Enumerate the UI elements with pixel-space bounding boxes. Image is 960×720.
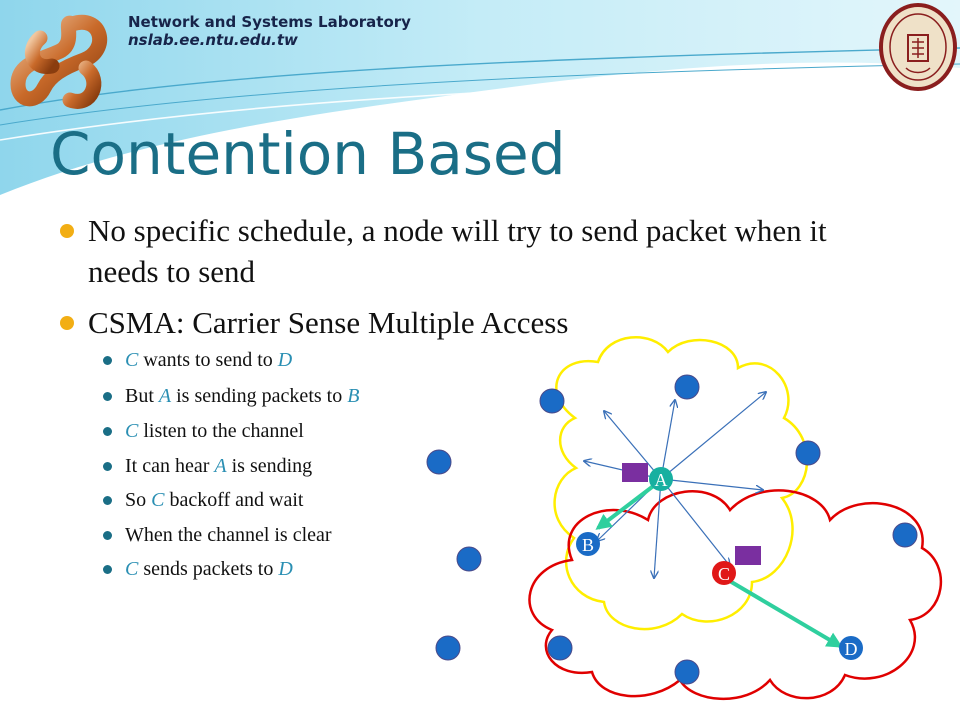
node-b-label: B bbox=[582, 535, 594, 555]
c-to-d-transmission-arrow bbox=[726, 578, 843, 648]
packet-icon-c bbox=[735, 546, 761, 565]
sub-bullet-marker bbox=[103, 462, 112, 471]
network-node bbox=[892, 522, 918, 548]
sub-bullet-marker bbox=[103, 427, 112, 436]
bullet-no-specific-schedule: No specific schedule, a node will try to… bbox=[60, 210, 860, 292]
other-nodes bbox=[426, 374, 918, 685]
node-a-range-cloud bbox=[553, 336, 809, 631]
network-node bbox=[456, 546, 482, 572]
lab-url: nslab.ee.ntu.edu.tw bbox=[128, 31, 298, 49]
node-a: A bbox=[649, 467, 673, 491]
a-to-b-transmission-arrow bbox=[595, 482, 658, 530]
network-node bbox=[435, 635, 461, 661]
sub-bullet-marker bbox=[103, 356, 112, 365]
node-d-label: D bbox=[845, 639, 858, 659]
network-node bbox=[426, 449, 452, 475]
sub-bullet-marker bbox=[103, 392, 112, 401]
sub-bullet-text: C listen to the channel bbox=[125, 420, 304, 442]
sub-bullet-text: C wants to send to D bbox=[125, 349, 293, 371]
sub-bullet-marker bbox=[103, 531, 112, 540]
node-b: B bbox=[576, 532, 600, 556]
bullet-text: No specific schedule, a node will try to… bbox=[88, 213, 827, 289]
network-node bbox=[795, 440, 821, 466]
sub-bullet: When the channel is clear bbox=[103, 523, 332, 547]
university-seal bbox=[879, 3, 957, 91]
sub-bullet-text: It can hear A is sending bbox=[125, 455, 313, 477]
node-c-label: C bbox=[718, 564, 730, 584]
sub-bullet-marker bbox=[103, 565, 112, 574]
lab-logo bbox=[10, 14, 108, 109]
sub-bullet: C wants to send to D bbox=[103, 348, 292, 372]
lab-name: Network and Systems Laboratory bbox=[128, 13, 411, 31]
sub-bullet: But A is sending packets to B bbox=[103, 384, 359, 408]
network-node bbox=[539, 388, 565, 414]
sub-bullet-text: But A is sending packets to B bbox=[125, 385, 360, 407]
bullet-text: CSMA: Carrier Sense Multiple Access bbox=[88, 305, 569, 340]
sub-bullet: C listen to the channel bbox=[103, 419, 304, 443]
network-node bbox=[674, 659, 700, 685]
bullet-csma: CSMA: Carrier Sense Multiple Access bbox=[60, 302, 860, 343]
node-d: D bbox=[839, 636, 863, 660]
node-c-range-cloud bbox=[528, 489, 943, 701]
sub-bullet-text: When the channel is clear bbox=[125, 524, 332, 546]
sub-bullet-text: So C backoff and wait bbox=[125, 489, 304, 511]
node-c: C bbox=[712, 561, 736, 585]
sub-bullet-marker bbox=[103, 496, 112, 505]
sub-bullet: C sends packets to D bbox=[103, 557, 293, 581]
network-node bbox=[674, 374, 700, 400]
sub-bullet: So C backoff and wait bbox=[103, 488, 304, 512]
node-a-label: A bbox=[655, 470, 668, 490]
packet-icon-a bbox=[622, 463, 648, 482]
bullet-marker bbox=[60, 224, 74, 238]
slide-title: Contention Based bbox=[50, 120, 566, 188]
network-node bbox=[547, 635, 573, 661]
sub-bullet: It can hear A is sending bbox=[103, 454, 312, 478]
bullet-marker bbox=[60, 316, 74, 330]
sub-bullet-text: C sends packets to D bbox=[125, 558, 293, 580]
